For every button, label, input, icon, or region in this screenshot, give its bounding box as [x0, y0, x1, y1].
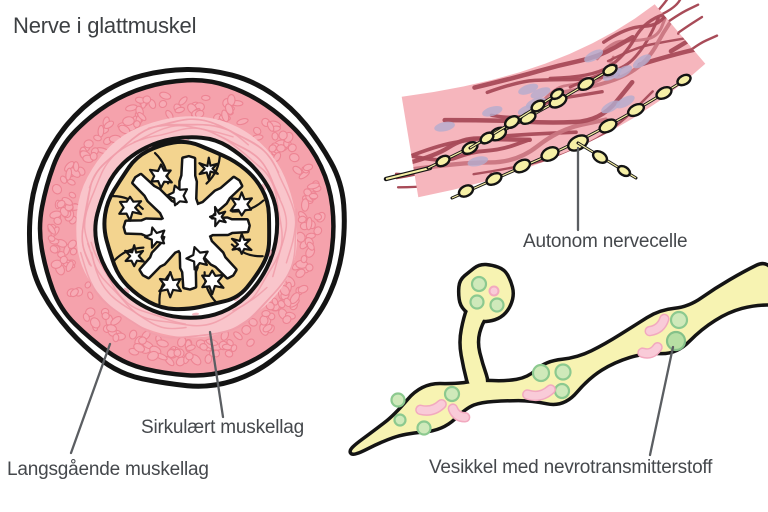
- nerve-fiber-varicosities-illustration: [348, 261, 768, 456]
- label-vesicle-neurotransmitter: Vesikkel med nevrotransmitterstoff: [429, 457, 713, 478]
- leader-vesicle: [648, 345, 675, 457]
- intestine-cross-section-illustration: [26, 66, 347, 389]
- label-circular-muscle: Sirkulært muskellag: [141, 417, 305, 438]
- label-leader-lines: [69, 146, 675, 457]
- leader-circular: [208, 330, 225, 419]
- label-longitudinal-muscle: Langsgående muskellag: [7, 459, 209, 480]
- page-title: Nerve i glattmuskel: [13, 13, 197, 38]
- label-autonomic-nerve-cell: Autonom nervecelle: [523, 231, 688, 252]
- smooth-muscle-band-illustration: [383, 0, 719, 200]
- leader-longitudinal: [69, 342, 112, 455]
